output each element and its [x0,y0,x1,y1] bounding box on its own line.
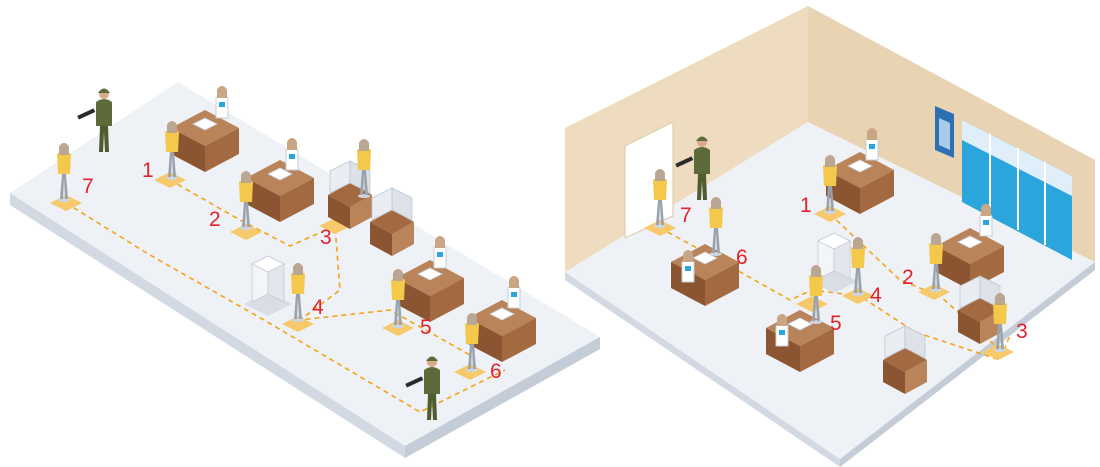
official-figure [866,128,878,160]
official-figure [776,314,788,346]
official-figure [286,138,298,170]
step-label: 1 [142,159,154,182]
step-label: 3 [1016,320,1028,343]
room-scene: 1 2 3 4 5 6 7 [565,6,1095,467]
official-figure [434,236,446,268]
step-label: 5 [830,312,842,335]
step-label: 4 [312,296,324,319]
voting-booth [370,188,414,256]
step-label: 2 [209,208,221,231]
step-label: 2 [902,266,914,289]
open-floor-scene: 1 2 3 4 5 6 7 [10,82,600,458]
step-label: 6 [736,246,748,269]
step-label: 6 [490,360,502,383]
official-figure [216,86,228,118]
step-label: 5 [420,316,432,339]
official-figure [980,204,992,236]
voting-booth [883,326,927,394]
official-figure [682,250,694,282]
step-label: 3 [320,226,332,249]
step-label: 4 [870,284,882,307]
step-label: 7 [82,175,94,198]
step-label: 7 [680,204,692,227]
step-label: 1 [800,194,812,217]
official-figure [508,276,520,308]
